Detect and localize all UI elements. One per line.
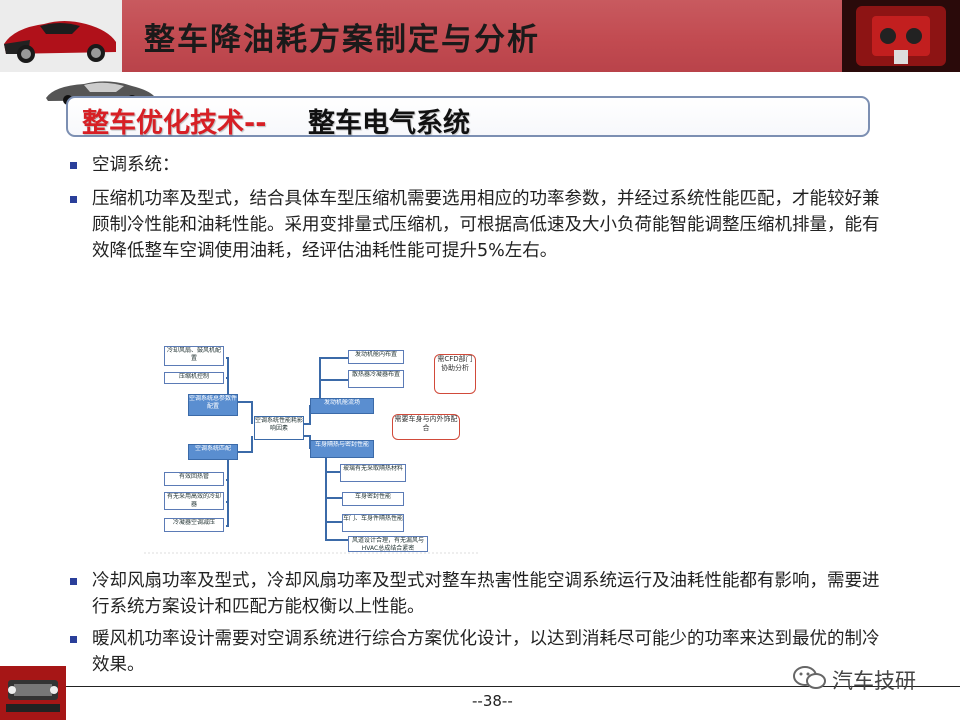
diagram-node: 有效回热管 [164, 472, 224, 486]
bullet-item: 压缩机功率及型式，结合具体车型压缩机需要选用相应的功率参数，并经过系统性能匹配，… [70, 186, 890, 264]
bullet-square-icon [70, 162, 77, 169]
bullet-item: 暖风机功率设计需要对空调系统进行综合方案优化设计，以达到消耗尽可能少的功率来达到… [70, 626, 890, 678]
section-banner: 整车优化技术-- 整车电气系统 [66, 96, 870, 139]
callout-cfd: 需CFD部门协助分析 [434, 354, 476, 394]
wechat-icon [793, 666, 826, 689]
page-title: 整车降油耗方案制定与分析 [144, 22, 540, 58]
diagram-node: 发动机舱内布置 [348, 350, 404, 364]
bullet-text: 压缩机功率及型式，结合具体车型压缩机需要选用相应的功率参数，并经过系统性能匹配，… [92, 189, 880, 261]
bullet-square-icon [70, 578, 77, 585]
diagram-node: 有无采用高效的冷却器 [164, 492, 224, 510]
diagram-center: 空调系统性能耗影响因素 [254, 416, 304, 440]
bullet-text: 暖风机功率设计需要对空调系统进行综合方案优化设计，以达到消耗尽可能少的功率来达到… [92, 629, 880, 675]
page-number: --38-- [472, 692, 513, 710]
header-band [122, 0, 842, 72]
bullet-item: 空调系统： [70, 152, 890, 178]
diagram-hub: 车身隔热与密封性能 [310, 440, 374, 458]
diagram-hub: 发动机舱流场 [310, 398, 374, 414]
ac-fuel-consumption-diagram: 冷却风扇、鼓风机配置 压缩机控制 空调系统总参数件配置 空调系统性能耗影响因素 … [144, 340, 480, 556]
diagram-node: 玻璃有无采取隔热材料 [340, 464, 406, 482]
wechat-watermark: 汽车技研 [792, 664, 942, 693]
header: 整车降油耗方案制定与分析 [0, 0, 960, 72]
diagram-node: 冷却风扇、鼓风机配置 [164, 346, 224, 366]
truck-front-image [0, 666, 66, 720]
section-title-black: 整车电气系统 [308, 108, 470, 139]
diagram-hub: 空调系统匹配 [188, 444, 238, 460]
section-title-red: 整车优化技术-- [82, 108, 267, 139]
diagram-node: 车身密封性能 [342, 492, 404, 506]
callout-body: 需要车身与内外饰配合 [392, 414, 460, 440]
diagram-hub: 空调系统总参数件配置 [188, 394, 238, 416]
diagram-node: 散热器冷凝器布置 [348, 370, 404, 388]
bullet-item: 冷却风扇功率及型式，冷却风扇功率及型式对整车热害性能空调系统运行及油耗性能都有影… [70, 568, 890, 620]
bullet-text: 冷却风扇功率及型式，冷却风扇功率及型式对整车热害性能空调系统运行及油耗性能都有影… [92, 571, 880, 617]
diagram-node: 冷凝器空调减压 [164, 518, 224, 532]
wechat-brand-name: 汽车技研 [832, 669, 916, 693]
bullet-square-icon [70, 636, 77, 643]
diagram-node: 压缩机控制 [164, 372, 224, 384]
footer-divider [66, 686, 960, 687]
sports-car-image-left [0, 0, 122, 72]
diagram-node: 风道设计合理，有无漏风与HVAC总成结合紧密 [348, 536, 428, 552]
bullet-text: 空调系统： [92, 155, 180, 175]
engine-bay-image-right [842, 0, 960, 72]
bullet-square-icon [70, 196, 77, 203]
diagram-node: 车门、车身件隔热性能 [342, 514, 404, 532]
